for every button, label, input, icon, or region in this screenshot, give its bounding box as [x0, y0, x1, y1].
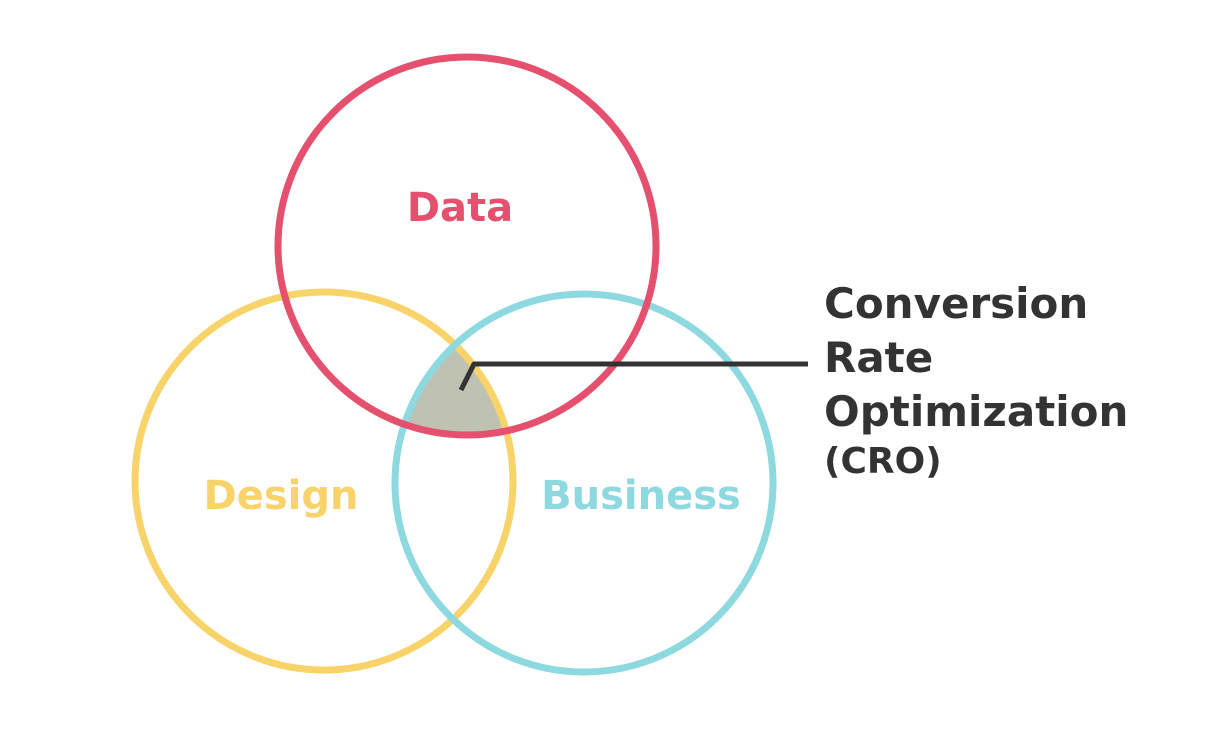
callout-line-conversion: Conversion — [824, 279, 1088, 328]
business-circle — [391, 290, 777, 676]
design-label: Design — [204, 473, 359, 519]
business-label: Business — [541, 473, 741, 519]
callout-leader-line — [458, 361, 808, 392]
callout-line-optimization: Optimization — [824, 387, 1128, 436]
design-circle — [131, 288, 517, 674]
callout-line-cro: (CRO) — [824, 441, 942, 482]
callout-line-rate: Rate — [824, 333, 933, 382]
data-circle — [274, 53, 660, 439]
data-label: Data — [407, 185, 513, 231]
